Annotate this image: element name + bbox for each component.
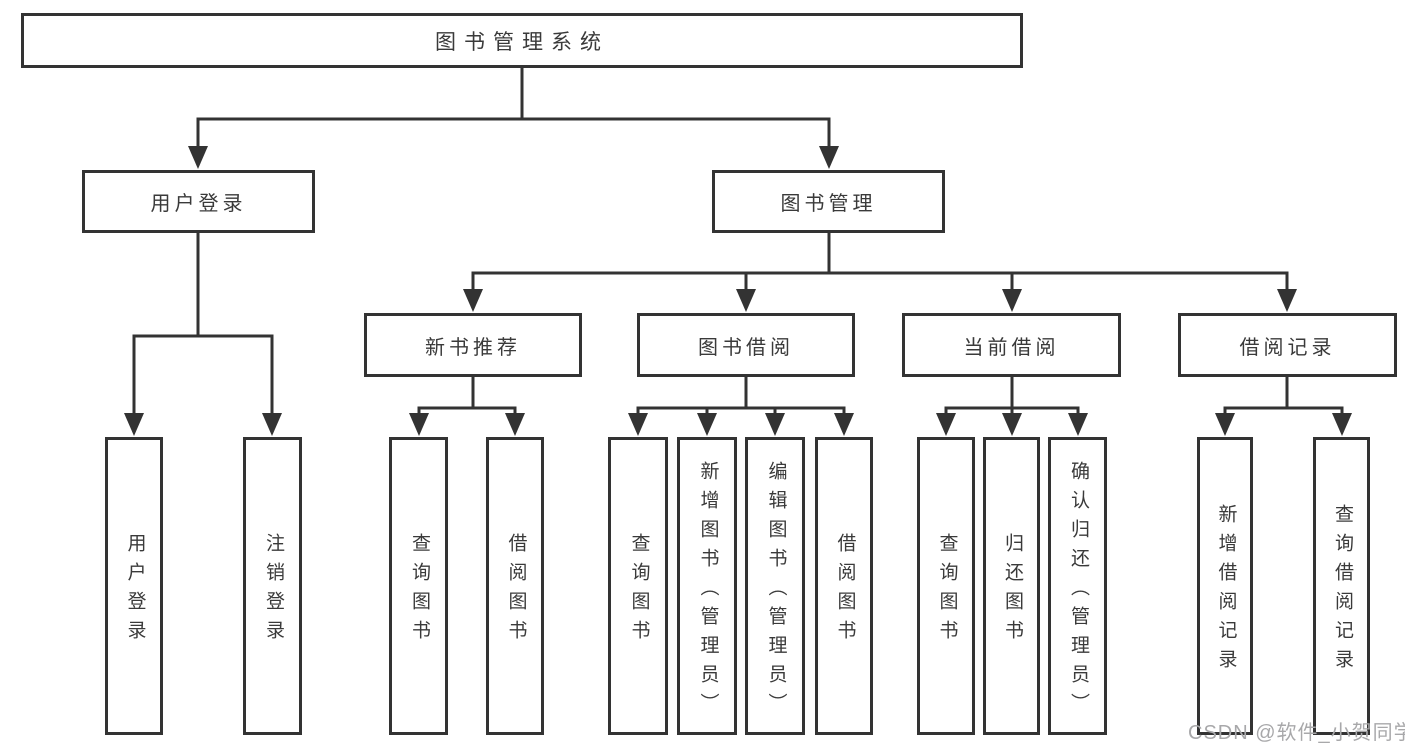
node-root: 图书管理系统 [21,13,1023,68]
connector-borrow-record-children [1215,377,1352,436]
node-rec-query-books: 查询图书 [389,437,448,735]
node-br-add-record: 新增借阅记录 [1197,437,1253,735]
node-label: 借阅图书 [834,533,856,649]
node-new-book-recommend: 新书推荐 [364,313,582,377]
connector-root-to-level2 [188,68,839,169]
node-br-query-record: 查询借阅记录 [1313,437,1370,735]
node-logout: 注销登录 [243,437,302,735]
connector-user-login-children [124,233,282,436]
node-label: 用户登录 [150,193,247,215]
connector-book-mgmt-children [463,233,1297,312]
node-label: 新书推荐 [425,336,521,359]
node-label: 新增借阅记录 [1215,504,1237,678]
node-label: 当前借阅 [963,336,1060,359]
node-borrowing-records: 借阅记录 [1178,313,1397,377]
node-label: 图书借阅 [698,336,794,359]
node-bb-edit-books-admin: 编辑图书（管理员） [745,437,805,735]
node-label: 编辑图书（管理员） [765,460,787,722]
node-bb-add-books-admin: 新增图书（管理员） [677,437,737,735]
node-book-borrowing: 图书借阅 [637,313,855,377]
watermark: CSDN @软件_小贺同学 [1188,722,1405,744]
node-rec-borrow-books: 借阅图书 [486,437,544,735]
node-user-login-branch: 用户登录 [82,170,315,233]
node-cb-confirm-return-admin: 确认归还（管理员） [1048,437,1107,735]
node-book-management: 图书管理 [712,170,945,233]
node-label: 查询图书 [936,533,958,649]
node-label: 借阅图书 [505,533,527,649]
node-bb-query-books: 查询图书 [608,437,668,735]
node-label: 新增图书（管理员） [697,460,719,722]
node-label: 用户登录 [124,533,146,649]
node-cb-return-books: 归还图书 [983,437,1040,735]
node-label: 确认归还（管理员） [1067,460,1089,722]
node-label: 图书管理 [780,193,877,215]
node-current-borrowing: 当前借阅 [902,313,1121,377]
node-bb-borrow-books: 借阅图书 [815,437,873,735]
node-root-label: 图书管理系统 [435,30,609,54]
node-user-login: 用户登录 [105,437,163,735]
node-label: 查询借阅记录 [1331,504,1353,678]
node-label: 查询图书 [408,533,430,649]
node-label: 查询图书 [628,533,650,649]
node-label: 注销登录 [262,533,284,649]
node-label: 归还图书 [1001,533,1023,649]
node-cb-query-books: 查询图书 [917,437,975,735]
connector-current-borrow-children [936,377,1088,436]
connector-new-book-rec-children [409,377,525,436]
connector-book-borrow-children [628,377,854,436]
node-label: 借阅记录 [1239,336,1336,359]
